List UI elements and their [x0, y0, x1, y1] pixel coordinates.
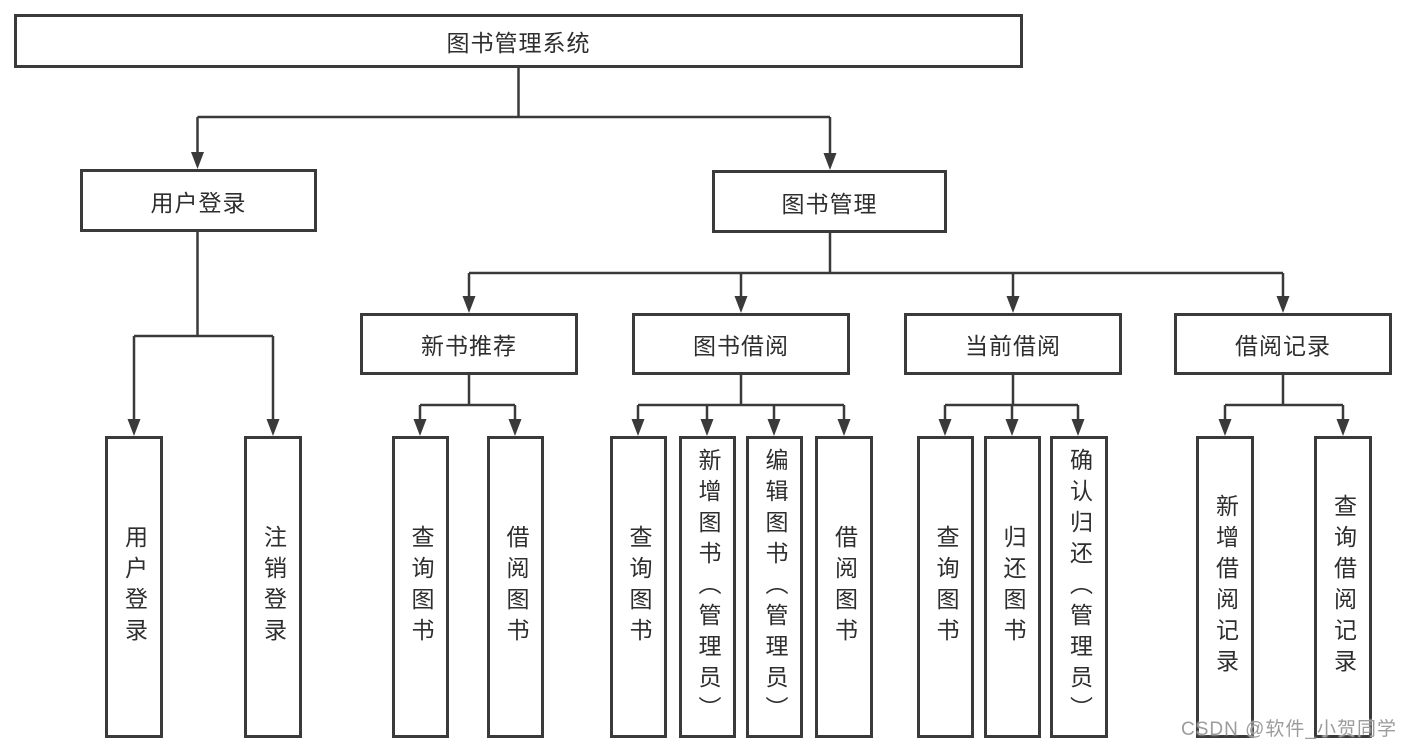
connector-root-to-level2 — [196, 68, 832, 156]
arrowhead-icon — [734, 296, 748, 313]
leaf-query-books-recommend: 查询图书 — [392, 436, 449, 738]
leaf-logout: 注销登录 — [244, 436, 302, 738]
leaf-borrow-books-recommend: 借阅图书 — [487, 436, 544, 738]
leaf-add-borrow-record: 新增借阅记录 — [1196, 436, 1254, 738]
arrowhead-icon — [266, 419, 280, 436]
connector-borrowing-to-leaves — [636, 375, 846, 424]
connector-current-to-leaves — [943, 375, 1080, 424]
connector-records-to-leaves — [1223, 375, 1345, 424]
arrowhead-icon — [823, 153, 837, 170]
connector-userlogin-to-leaves — [132, 232, 275, 424]
arrowhead-icon — [1006, 296, 1020, 313]
arrowhead-icon — [127, 419, 141, 436]
leaf-user-login: 用户登录 — [105, 436, 163, 738]
connector-recommend-to-leaves — [418, 375, 517, 424]
connector-lines — [132, 68, 1345, 424]
arrowheads — [127, 152, 1350, 436]
arrowhead-icon — [413, 419, 427, 436]
node-current-borrowing: 当前借阅 — [904, 313, 1122, 375]
node-borrowing-records: 借阅记录 — [1174, 313, 1392, 375]
arrowhead-icon — [508, 419, 522, 436]
arrowhead-icon — [462, 296, 476, 313]
leaf-add-book-admin: 新增图书（管理员） — [679, 436, 736, 738]
arrowhead-icon — [1336, 419, 1350, 436]
leaf-return-book: 归还图书 — [984, 436, 1041, 738]
leaf-edit-book-admin: 编辑图书（管理员） — [746, 436, 803, 738]
connector-bookmgmt-to-level3 — [467, 233, 1285, 300]
arrowhead-icon — [1071, 419, 1085, 436]
arrowhead-icon — [1276, 296, 1290, 313]
arrowhead-icon — [1005, 419, 1019, 436]
arrowhead-icon — [631, 419, 645, 436]
arrowhead-icon — [767, 419, 781, 436]
csdn-watermark: CSDN @软件_小贺同学 — [1181, 719, 1397, 740]
node-new-book-recommend: 新书推荐 — [360, 313, 578, 375]
arrowhead-icon — [938, 419, 952, 436]
arrowhead-icon — [1218, 419, 1232, 436]
leaf-query-books-borrowing: 查询图书 — [610, 436, 667, 738]
node-library-system: 图书管理系统 — [14, 14, 1023, 68]
node-book-borrowing: 图书借阅 — [632, 313, 850, 375]
leaf-query-borrow-record: 查询借阅记录 — [1314, 436, 1372, 738]
arrowhead-icon — [191, 152, 204, 169]
arrowhead-icon — [837, 419, 851, 436]
leaf-confirm-return-admin: 确认归还（管理员） — [1050, 436, 1108, 738]
node-book-management: 图书管理 — [712, 170, 947, 233]
leaf-borrow-books-borrowing: 借阅图书 — [815, 436, 873, 738]
leaf-query-books-current: 查询图书 — [917, 436, 974, 738]
arrowhead-icon — [700, 419, 714, 436]
node-user-login: 用户登录 — [80, 169, 317, 232]
